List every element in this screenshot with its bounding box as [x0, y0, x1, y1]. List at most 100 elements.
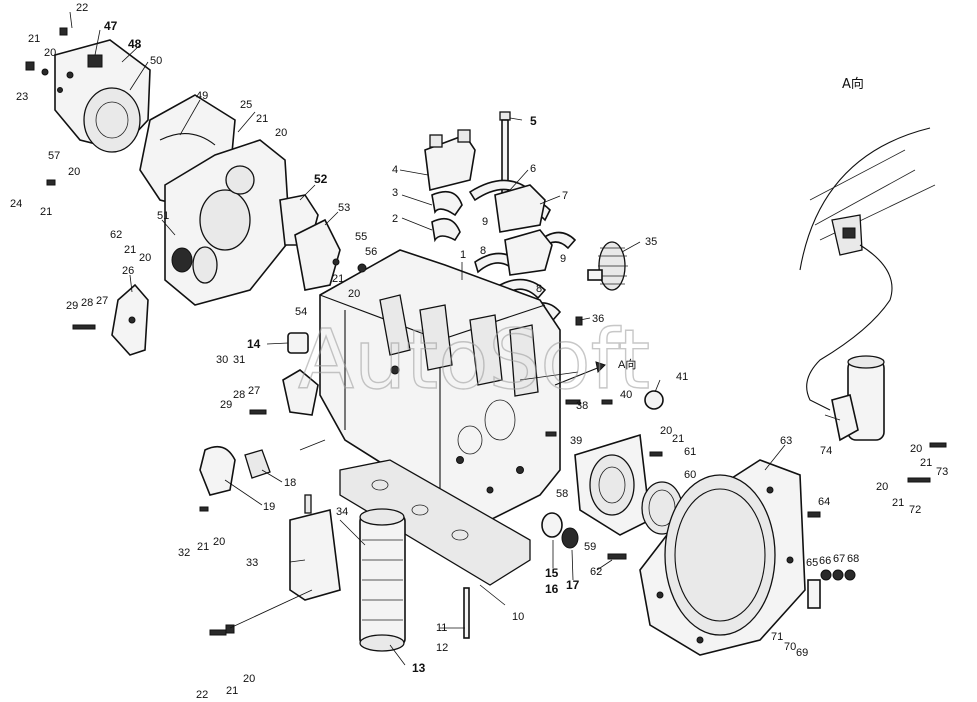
a-view-detail	[799, 127, 936, 411]
part-label: 28	[81, 297, 93, 309]
leader-lines	[69, 11, 841, 666]
part-label: 3	[392, 187, 398, 199]
part-label: 20	[660, 425, 672, 437]
part-label: 9	[560, 253, 566, 265]
part-label: 48	[128, 37, 142, 51]
part-label: 6	[530, 163, 536, 175]
part-label: 9	[482, 216, 488, 228]
part-label: 4	[392, 164, 398, 176]
part-label: 25	[240, 99, 252, 111]
bracket-26-part	[111, 283, 149, 356]
part-label: 21	[226, 685, 238, 697]
cap-6-7-part	[494, 184, 553, 276]
part-label: 11	[436, 622, 447, 634]
part-label: 22	[196, 689, 208, 701]
part-label: 20	[68, 166, 80, 178]
part-label: 21	[672, 433, 684, 445]
part-label: 53	[338, 202, 350, 214]
bearing-cap-4-part	[424, 129, 476, 191]
part-label: 21	[124, 244, 136, 256]
watermark-text: AutoSoft	[298, 313, 650, 408]
part-label: 20	[139, 252, 151, 264]
cylinder-liner-13-part	[359, 508, 406, 652]
part-label: 71	[771, 631, 783, 643]
part-label: 8	[536, 283, 542, 295]
part-label: 70	[784, 641, 796, 653]
part-label: 23	[16, 91, 28, 103]
part-label: 20	[44, 47, 56, 59]
starter-motor-74-part	[831, 355, 885, 442]
gasket-10-part	[339, 459, 531, 586]
part-label: 24	[10, 198, 22, 210]
part-label: 40	[620, 389, 632, 401]
a-view-title: A向	[842, 76, 864, 92]
part-label: 20	[213, 536, 225, 548]
part-label: 27	[248, 385, 260, 397]
part-label: 2	[392, 213, 398, 225]
part-label: 29	[220, 399, 232, 411]
part-label: 56	[365, 246, 377, 258]
timing-cover-part	[54, 39, 151, 153]
gear-35-part	[587, 241, 628, 291]
part-label: 52	[314, 172, 328, 186]
part-label: 15	[545, 566, 559, 580]
front-gear-housing-part	[164, 139, 291, 306]
part-label: 21	[920, 457, 932, 469]
rear-seal-housing-58-part	[574, 433, 651, 536]
part-label: 65	[806, 557, 818, 569]
part-label: 21	[892, 497, 904, 509]
part-label: 21	[256, 113, 268, 125]
a-arrow-label: A向	[618, 357, 636, 371]
part-label: 66	[819, 555, 831, 567]
part-label: 21	[28, 33, 40, 45]
part-label: 62	[590, 566, 602, 578]
part-label: 19	[263, 501, 275, 513]
fasteners-65-68-part	[807, 569, 856, 609]
part-label: 36	[592, 313, 604, 325]
part-label: 26	[122, 265, 134, 277]
bracket-30-31-part	[282, 369, 319, 416]
part-label: 21	[40, 206, 52, 218]
part-label: 16	[545, 582, 559, 596]
part-label: 30	[216, 354, 228, 366]
cover-18-19-part	[199, 445, 271, 496]
part-label: 20	[910, 443, 922, 455]
flywheel-housing-63-part	[639, 459, 806, 656]
part-label: 61	[684, 446, 696, 458]
part-labels: 22 47 21 20 48 50 23 49 25 21 20 57 20 2…	[10, 2, 948, 701]
part-label: 20	[243, 673, 255, 685]
part-label: 64	[818, 496, 830, 508]
cover-53-part	[294, 218, 341, 291]
part-label: 34	[336, 506, 348, 518]
part-label: 39	[570, 435, 582, 447]
part-label: 20	[876, 481, 888, 493]
part-label: 38	[576, 400, 588, 412]
part-label: 51	[157, 210, 169, 222]
part-label: 55	[355, 231, 367, 243]
part-label: 41	[676, 371, 688, 383]
part-label: 47	[104, 19, 118, 33]
part-label: 49	[196, 90, 208, 102]
part-label: 12	[436, 642, 448, 654]
part-label: 29	[66, 300, 78, 312]
a-direction-arrow	[554, 361, 606, 386]
part-label: 57	[48, 150, 60, 162]
small-hardware	[25, 27, 947, 636]
part-label: 14	[247, 337, 261, 351]
part-label: 28	[233, 389, 245, 401]
part-label: 31	[233, 354, 245, 366]
part-label: 27	[96, 295, 108, 307]
part-label: 72	[909, 504, 921, 516]
part-label: 58	[556, 488, 568, 500]
part-label: 68	[847, 553, 859, 565]
part-label: 60	[684, 469, 696, 481]
bearing-shell-3-part	[431, 190, 463, 217]
cylinder-block-part	[319, 249, 561, 521]
part-label: 10	[512, 611, 524, 623]
part-label: 1	[460, 249, 466, 261]
part-label: 20	[348, 288, 360, 300]
part-label: 21	[332, 273, 344, 285]
filter-33-part	[289, 494, 341, 601]
part-label: 32	[178, 547, 190, 559]
